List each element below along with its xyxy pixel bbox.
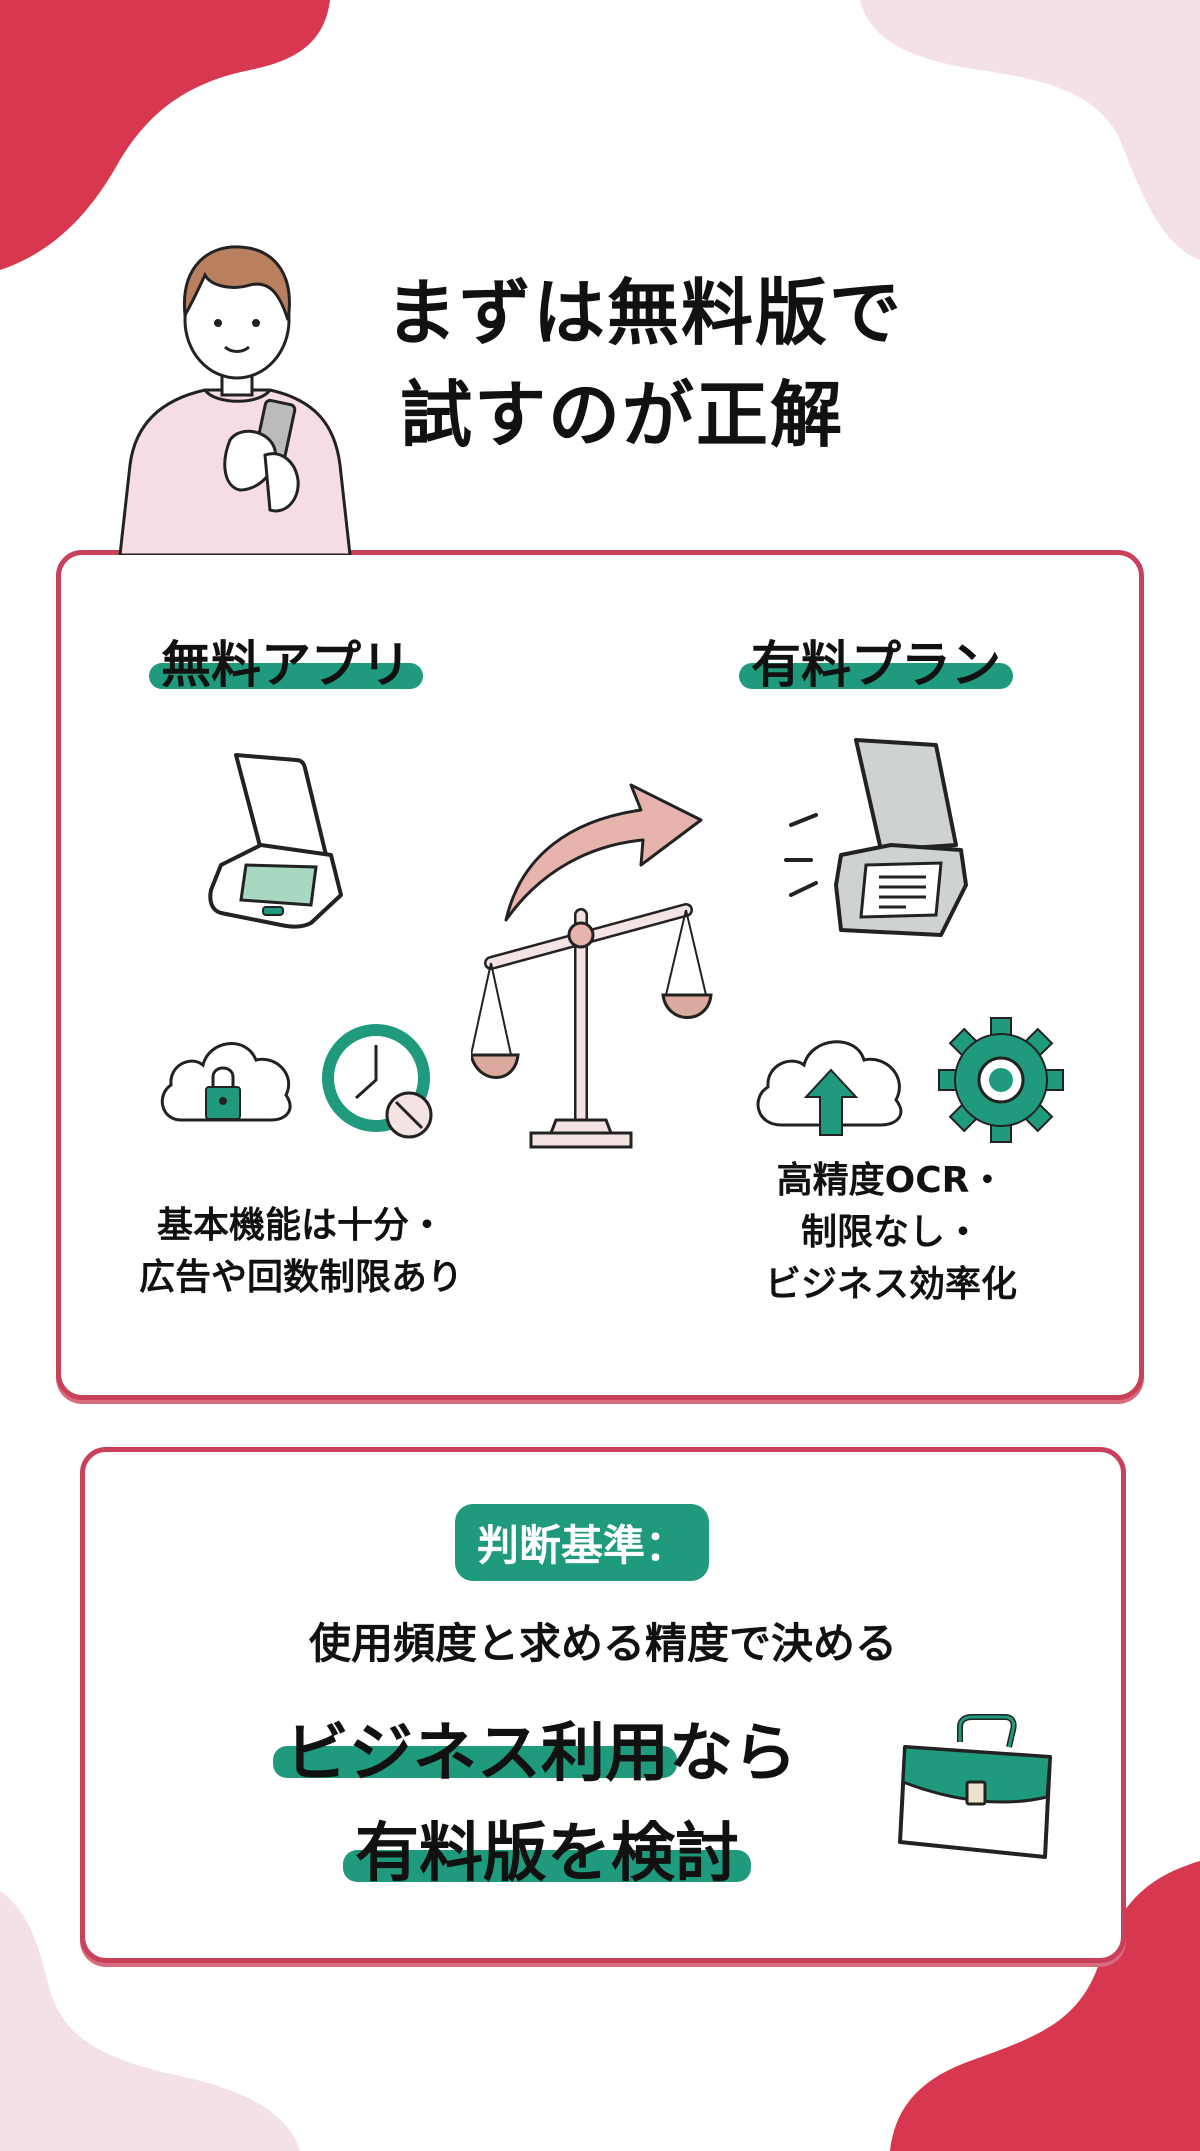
pro-scanner-icon — [784, 738, 968, 937]
paid-plan-description: 高精度OCR・ 制限なし・ ビジネス効率化 — [764, 1160, 1017, 1305]
criteria-label-badge: 判断基準： — [455, 1504, 710, 1581]
title-line-1: まずは無料版で — [385, 271, 904, 355]
arrow-right-curved-icon — [504, 783, 703, 922]
scanner-icon — [208, 753, 343, 929]
criteria-card: 判断基準： 使用頻度と求める精度で決める ビジネス利用なら 有料版を検討 — [80, 1447, 1126, 1963]
briefcase-icon — [898, 1714, 1052, 1859]
decor-blob-top-left — [0, 0, 330, 270]
free-app-heading: 無料アプリ — [149, 625, 423, 697]
free-app-description: 基本機能は十分・ 広告や回数制限あり — [138, 1205, 463, 1298]
conclusion-line-1: ビジネス利用なら — [273, 1702, 797, 1794]
criteria-text: 使用頻度と求める精度で決める — [308, 1619, 897, 1668]
cloud-lock-icon — [160, 1042, 292, 1122]
person-with-phone-illustration — [118, 245, 352, 555]
gear-icon — [938, 1017, 1064, 1143]
decor-blob-bottom-left — [0, 1891, 300, 2151]
title-line-2: 試すのが正解 — [400, 373, 845, 457]
paid-plan-heading: 有料プラン — [739, 625, 1013, 697]
page-title: まずは無料版で 試すのが正解 — [385, 262, 903, 466]
comparison-card: 無料アプリ 有料プラン — [56, 550, 1144, 1400]
clock-limit-icon — [322, 1024, 433, 1139]
cloud-upload-icon — [756, 1040, 903, 1136]
decor-blob-top-right — [860, 0, 1200, 260]
conclusion-line-2: 有料版を検討 — [343, 1802, 751, 1894]
balance-scale-icon — [471, 903, 713, 1149]
